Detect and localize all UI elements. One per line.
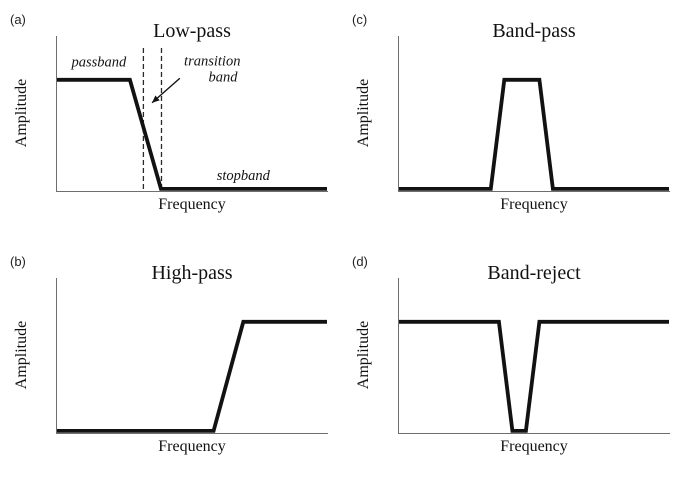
panel-title-band-reject: Band-reject	[487, 262, 581, 284]
y-axis-label: Amplitude	[355, 78, 372, 148]
panel-letter-d: (d)	[352, 254, 368, 269]
annotation-stopband: stopband	[217, 168, 271, 184]
panel-band-reject: (d) Band-reject Amplitude Frequency	[348, 246, 694, 482]
y-axis-label: Amplitude	[355, 320, 372, 390]
band-pass-response-plot	[398, 36, 670, 192]
panel-letter-a: (a)	[10, 12, 26, 27]
response-curve	[399, 319, 669, 433]
y-axis-label: Amplitude	[13, 320, 30, 390]
panel-title-high-pass: High-pass	[151, 262, 233, 284]
x-axis-label: Frequency	[158, 438, 226, 455]
panel-high-pass: (b) High-pass Amplitude Frequency	[6, 246, 352, 482]
response-curve	[399, 77, 669, 191]
band-reject-response-plot	[398, 278, 670, 434]
panel-title-band-pass: Band-pass	[492, 20, 576, 42]
y-axis-label: Amplitude	[13, 78, 30, 148]
panel-low-pass: (a) Low-pass Amplitude passband transitio…	[6, 4, 352, 240]
annotation-transition-band-word: band	[209, 69, 239, 85]
annotation-passband: passband	[70, 54, 127, 70]
response-curve	[57, 77, 327, 191]
transition-band-arrowhead	[152, 95, 160, 103]
x-axis-label: Frequency	[500, 438, 568, 455]
annotation-transition-word: transition	[184, 54, 240, 70]
response-curve	[57, 319, 327, 433]
x-axis-label: Frequency	[500, 196, 568, 213]
panel-letter-c: (c)	[352, 12, 368, 27]
panel-title-low-pass: Low-pass	[153, 20, 231, 42]
x-axis-label: Frequency	[158, 196, 226, 213]
high-pass-response-plot	[56, 278, 328, 434]
panel-band-pass: (c) Band-pass Amplitude Frequency	[348, 4, 694, 240]
panel-letter-b: (b)	[10, 254, 26, 269]
